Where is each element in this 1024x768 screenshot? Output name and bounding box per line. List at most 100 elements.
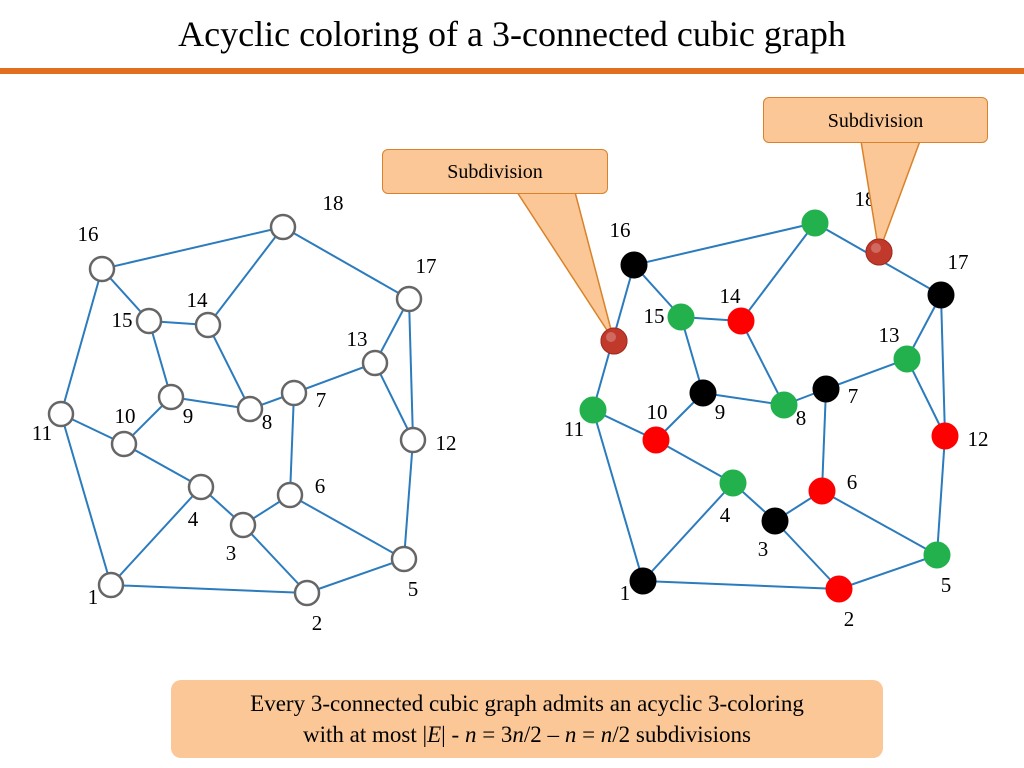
graph-edge	[821, 388, 827, 492]
vertex-label: 11	[32, 421, 52, 445]
statement-line-2: with at most |E| - n = 3n/2 – n = n/2 su…	[171, 719, 883, 750]
graph-vertex	[629, 567, 657, 595]
vertex-label: 14	[187, 288, 209, 312]
graph-edge	[170, 396, 251, 410]
statement-var-n: n	[512, 722, 524, 747]
vertex-label: 3	[758, 537, 769, 561]
graph-vertex	[88, 255, 116, 283]
vertex-label: 2	[844, 607, 855, 631]
vertex-label: 13	[347, 327, 368, 351]
graph-vertex	[801, 209, 829, 237]
vertex-label: 11	[564, 417, 584, 441]
graph-edge	[242, 524, 308, 594]
vertex-label: 4	[188, 507, 199, 531]
graph-vertex	[761, 507, 789, 535]
graph-vertex	[187, 473, 215, 501]
graph-vertex	[157, 383, 185, 411]
vertex-label: 16	[610, 218, 631, 242]
title-rule	[0, 68, 1024, 74]
graph-edge	[374, 362, 414, 441]
vertex-label: 8	[262, 410, 273, 434]
graph-vertex	[395, 285, 423, 313]
callout-pointers	[515, 140, 922, 355]
graph-edge	[642, 580, 840, 590]
graph-edge	[289, 392, 295, 496]
graph-edge	[207, 226, 284, 326]
vertex-label: 4	[720, 503, 731, 527]
statement-var-n: n	[464, 722, 477, 747]
graph-edge	[936, 435, 946, 556]
graph-vertex	[97, 571, 125, 599]
theorem-statement: Every 3-connected cubic graph admits an …	[171, 680, 883, 758]
graph-edge	[123, 443, 202, 488]
graph-edge	[592, 409, 644, 582]
graph-vertex	[642, 426, 670, 454]
graph-edge	[289, 494, 405, 560]
statement-text: with at most |	[303, 722, 428, 747]
graph-edge	[60, 268, 103, 415]
graph-edge	[642, 482, 734, 582]
graph-edge	[838, 554, 938, 590]
graph-vertex	[293, 579, 321, 607]
statement-text: /2 subdivisions	[612, 722, 751, 747]
statement-var-n: n	[564, 722, 577, 747]
vertex-label: 6	[315, 474, 326, 498]
vertex-label: 1	[88, 585, 99, 609]
graph-vertex	[194, 311, 222, 339]
vertex-label: 12	[436, 431, 457, 455]
graph-edge	[403, 439, 414, 560]
graph-edge	[633, 222, 816, 266]
callout-pointer-right	[860, 140, 922, 255]
graph-vertex	[276, 481, 304, 509]
graph-edge	[293, 362, 376, 394]
statement-line-1: Every 3-connected cubic graph admits an …	[250, 691, 804, 716]
callout-pointer-left	[515, 191, 615, 342]
graph-vertex	[770, 391, 798, 419]
graph-edge	[906, 358, 946, 437]
graph-edge	[110, 486, 202, 586]
graph-vertex	[689, 379, 717, 407]
statement-text: /2 –	[523, 722, 565, 747]
graph-edge	[702, 392, 785, 406]
vertex-label: 5	[408, 577, 419, 601]
graph-vertex	[236, 395, 264, 423]
graph-vertex	[47, 400, 75, 428]
subdivision-callout-left: Subdivision	[382, 149, 608, 194]
graph-vertex	[719, 469, 747, 497]
vertex-label: 1	[620, 581, 631, 605]
graph-vertex	[579, 396, 607, 424]
graph-vertex	[135, 307, 163, 335]
graph-edge	[110, 584, 308, 594]
vertex-label: 6	[847, 470, 858, 494]
vertex-label: 7	[848, 384, 859, 408]
graph-vertex	[269, 213, 297, 241]
graph-vertex	[931, 422, 959, 450]
vertex-label: 9	[715, 400, 726, 424]
graph-vertex	[280, 379, 308, 407]
page-title: Acyclic coloring of a 3-connected cubic …	[178, 14, 846, 54]
vertex-label: 15	[112, 308, 133, 332]
graph-vertex	[229, 511, 257, 539]
graph-edge	[101, 226, 284, 270]
vertex-label: 9	[183, 404, 194, 428]
graph-edge	[282, 226, 410, 300]
graph-vertex	[825, 575, 853, 603]
graph-edge	[408, 298, 414, 441]
graph-vertex	[399, 426, 427, 454]
statement-text: = 3	[476, 722, 513, 747]
statement-var-e: E	[427, 722, 442, 747]
vertex-label: 16	[78, 222, 99, 246]
graph-vertex	[727, 307, 755, 335]
graph-edge	[740, 222, 816, 322]
vertex-label: 17	[948, 250, 969, 274]
vertex-label: 3	[226, 541, 237, 565]
graph-vertex	[812, 375, 840, 403]
graph-edge	[825, 358, 908, 390]
graph-edge	[207, 324, 251, 410]
vertex-label: 10	[647, 400, 668, 424]
graph-edge	[940, 294, 946, 437]
subdivision-callout-right: Subdivision	[763, 97, 988, 143]
